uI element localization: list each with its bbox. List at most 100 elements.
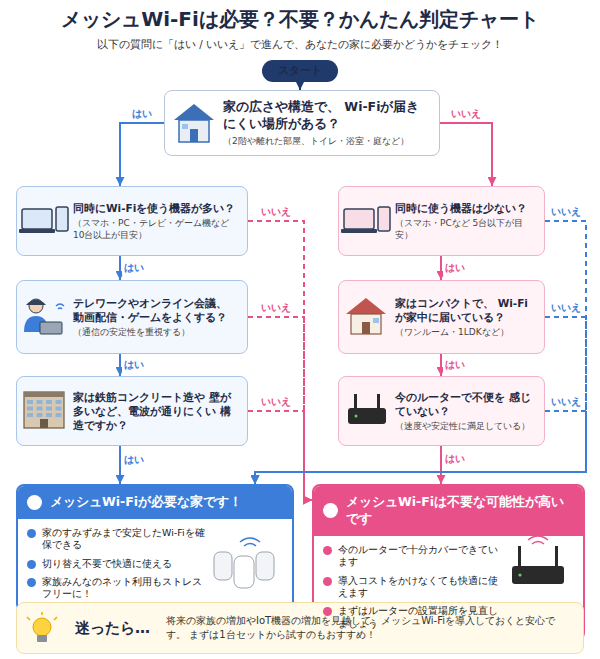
telework-icon bbox=[24, 316, 48, 332]
node-heading: 同時に使う機器は少ない？ bbox=[395, 201, 538, 215]
node-text: （速度や安定性に満足している） bbox=[395, 420, 538, 432]
node-heading: 家の広さや構造で、 Wi-Fiが届きにくい場所がある？ bbox=[223, 99, 431, 133]
router-icon bbox=[555, 546, 558, 568]
question-box: 今のルーターで不便を 感じていない？（速度や安定性に満足している） bbox=[338, 376, 545, 446]
edge-label: はい bbox=[130, 107, 154, 121]
edge-label: いいえ bbox=[549, 395, 583, 409]
flow-arrow bbox=[119, 446, 121, 484]
question-box: 家の広さや構造で、 Wi-Fiが届きにくい場所がある？ （2階や離れた部屋、トイレ… bbox=[164, 90, 440, 156]
router-icon bbox=[518, 546, 521, 568]
house-icon bbox=[346, 298, 386, 334]
flow-arrow bbox=[299, 82, 301, 90]
node-text: 家族みんなのネット利用もストレスフリーに！ bbox=[18, 573, 292, 604]
building-icon bbox=[46, 413, 52, 417]
flow-arrow bbox=[440, 446, 442, 484]
building-icon bbox=[27, 407, 33, 411]
mesh-router-icon bbox=[256, 552, 274, 580]
building-icon bbox=[56, 413, 62, 417]
lightbulb-icon bbox=[33, 618, 51, 636]
node-heading: 家はコンパクトで、 Wi-Fiが家中に届いている？ bbox=[395, 296, 538, 324]
house-icon bbox=[174, 104, 214, 120]
devices-icon bbox=[56, 207, 68, 231]
edge-label: はい bbox=[443, 358, 467, 372]
edge-label: いいえ bbox=[549, 301, 583, 315]
node-text: 将来の家族の増加やIoT機器の増加を見越して、メッシュWi-Fiを導入しておくと… bbox=[166, 614, 573, 643]
edge-label: はい bbox=[443, 452, 467, 466]
node-heading: 迷ったら… bbox=[75, 619, 150, 638]
subtitle-note: 以下の質問に「はい / いいえ」で進んで、あなたの家に必要かどうかをチェック！ bbox=[0, 38, 600, 52]
flow-arrow bbox=[120, 123, 164, 186]
building-icon bbox=[24, 392, 64, 428]
router-icon bbox=[512, 536, 564, 584]
node-heading: テレワークやオンライン会議、 動画配信・ゲームをよくする？ bbox=[73, 296, 241, 324]
router-icon bbox=[528, 536, 548, 544]
edge-label: いいえ bbox=[549, 205, 583, 219]
router-icon bbox=[512, 566, 564, 584]
edge-label: いいえ bbox=[449, 107, 483, 121]
house-icon bbox=[190, 129, 198, 142]
house-icon bbox=[179, 120, 209, 142]
house-icon bbox=[346, 298, 386, 314]
telework-icon bbox=[40, 322, 62, 334]
question-box: 家は鉄筋コンクリート造や 壁が多いなど、電波が通りにくい 構造ですか？ bbox=[16, 376, 248, 446]
telework-icon bbox=[24, 299, 64, 334]
building-icon bbox=[56, 407, 62, 411]
chart-title: メッシュWi-Fiは必要？不要？かんたん判定チャート bbox=[0, 6, 600, 33]
question-box: テレワークやオンライン会議、 動画配信・ゲームをよくする？ （通信の安定性を重視す… bbox=[16, 280, 248, 354]
devices-icon bbox=[341, 229, 377, 233]
flow-arrow bbox=[440, 354, 442, 376]
node-text: 今のルーターで十分カバーできています bbox=[314, 541, 583, 572]
flow-arrow bbox=[440, 256, 442, 280]
telework-icon bbox=[29, 299, 43, 313]
router-icon bbox=[348, 408, 386, 424]
building-icon bbox=[27, 400, 62, 417]
house-icon bbox=[373, 318, 379, 323]
node-text: （スマホ・PCなど 5台以下が目安） bbox=[395, 217, 538, 241]
result-box: メッシュWi-Fiが必要な家です！家のすみずみまで安定したWi-Fiを確保できる… bbox=[16, 484, 294, 612]
node-heading: スタート bbox=[266, 63, 334, 77]
building-icon bbox=[46, 400, 52, 404]
node-text: 導入コストをかけなくても快適に使えます bbox=[314, 572, 583, 603]
building-icon bbox=[24, 392, 64, 397]
house-icon bbox=[351, 314, 381, 334]
mesh-router-icon bbox=[240, 538, 260, 546]
building-icon bbox=[37, 400, 43, 404]
dashed-arrow bbox=[255, 221, 586, 484]
node-heading: メッシュWi-Fiは不要な可能性が高いです bbox=[314, 486, 583, 536]
telework-icon bbox=[26, 300, 46, 306]
mesh-router-icon bbox=[234, 556, 254, 588]
question-box: 家はコンパクトで、 Wi-Fiが家中に届いている？ （ワンルーム・1LDKなど） bbox=[338, 280, 545, 354]
node-text: （スマホ・PC・テレビ・ゲーム機など 10台以上が目安） bbox=[73, 217, 241, 241]
lightbulb-icon bbox=[37, 635, 47, 642]
devices-icon bbox=[19, 229, 55, 233]
house-icon bbox=[174, 104, 214, 142]
node-text: （通信の安定性を重視する） bbox=[73, 326, 241, 338]
flow-arrow bbox=[119, 354, 121, 376]
question-box: 同時に使う機器は少ない？ （スマホ・PCなど 5台以下が目安） bbox=[338, 186, 545, 256]
note-box: 迷ったら… 将来の家族の増加やIoT機器の増加を見越して、メッシュWi-Fiを導入… bbox=[16, 602, 584, 654]
node-heading: 家は鉄筋コンクリート造や 壁が多いなど、電波が通りにくい 構造ですか？ bbox=[73, 390, 241, 433]
building-icon bbox=[24, 392, 64, 428]
node-heading: 同時にWi-Fiを使う機器が多い？ bbox=[73, 201, 241, 215]
building-icon bbox=[37, 407, 43, 411]
node-heading: メッシュWi-Fiが必要な家です！ bbox=[18, 486, 292, 519]
edge-label: いいえ bbox=[259, 395, 293, 409]
devices-icon bbox=[341, 207, 390, 233]
devices-icon bbox=[22, 209, 52, 229]
edge-label: はい bbox=[122, 358, 146, 372]
flow-arrow bbox=[440, 123, 492, 186]
telework-icon bbox=[56, 304, 64, 309]
router-icon bbox=[355, 415, 358, 418]
lightbulb-icon bbox=[27, 612, 57, 620]
node-text: （2階や離れた部屋、トイレ・浴室・庭など） bbox=[223, 135, 431, 147]
flow-arrow bbox=[119, 256, 121, 280]
house-icon bbox=[182, 124, 188, 129]
router-icon bbox=[377, 394, 380, 410]
building-icon bbox=[27, 400, 33, 404]
devices-icon bbox=[19, 207, 68, 233]
node-text: （ワンルーム・1LDKなど） bbox=[395, 326, 538, 338]
node-text: 切り替え不要で快適に使える bbox=[18, 555, 292, 573]
house-icon bbox=[362, 322, 370, 334]
router-icon bbox=[518, 573, 521, 576]
